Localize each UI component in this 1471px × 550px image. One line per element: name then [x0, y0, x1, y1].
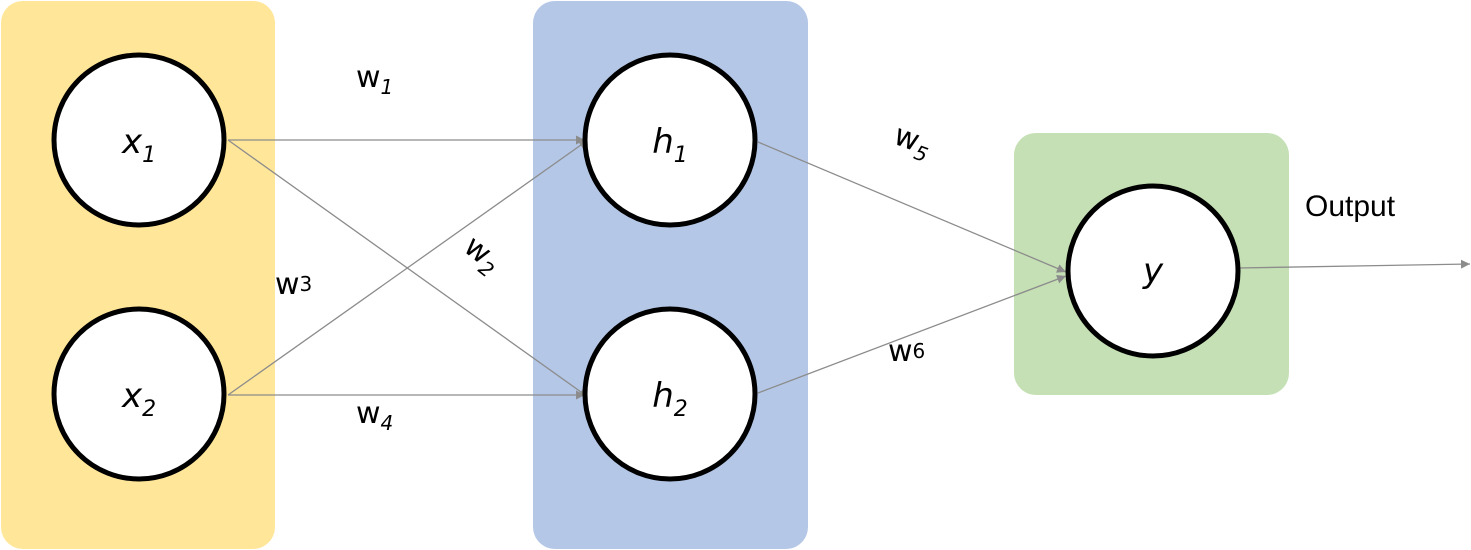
output-label: Output [1305, 190, 1396, 223]
node-x2-label: x [121, 376, 143, 416]
node-x2: x2 [51, 306, 227, 482]
edge-y-output [1237, 259, 1471, 269]
svg-text:x2: x2 [121, 376, 156, 422]
edge-h1-y [757, 141, 1067, 273]
node-h2-subscript: 2 [674, 397, 688, 422]
node-x1-subscript: 1 [142, 143, 156, 168]
svg-text:x1: x1 [121, 122, 156, 168]
node-x2-subscript: 2 [142, 397, 156, 422]
svg-text:h1: h1 [652, 122, 688, 168]
weight-w2: w2 [455, 229, 508, 283]
edge-h2-y [757, 274, 1067, 394]
node-h2-label: h [652, 376, 674, 416]
node-y-label: y [1142, 251, 1164, 291]
svg-text:h2: h2 [652, 376, 688, 422]
weight-w6: w6 [888, 334, 925, 369]
weight-w1: w1 [356, 60, 393, 99]
weight-w5: w5 [888, 118, 936, 167]
weight-w3: w3 [275, 267, 312, 302]
node-x1-label: x [121, 122, 143, 162]
node-h1-subscript: 1 [674, 143, 688, 168]
edge-x2-h1 [227, 139, 589, 396]
node-y: y [1065, 183, 1241, 359]
edge-x1-h2 [227, 139, 589, 398]
weight-w4: w4 [356, 396, 393, 435]
node-x1: x1 [51, 52, 227, 228]
node-h1-label: h [652, 122, 674, 162]
node-h2: h2 [582, 306, 758, 482]
node-h1: h1 [582, 52, 758, 228]
svg-text:y: y [1142, 251, 1164, 291]
